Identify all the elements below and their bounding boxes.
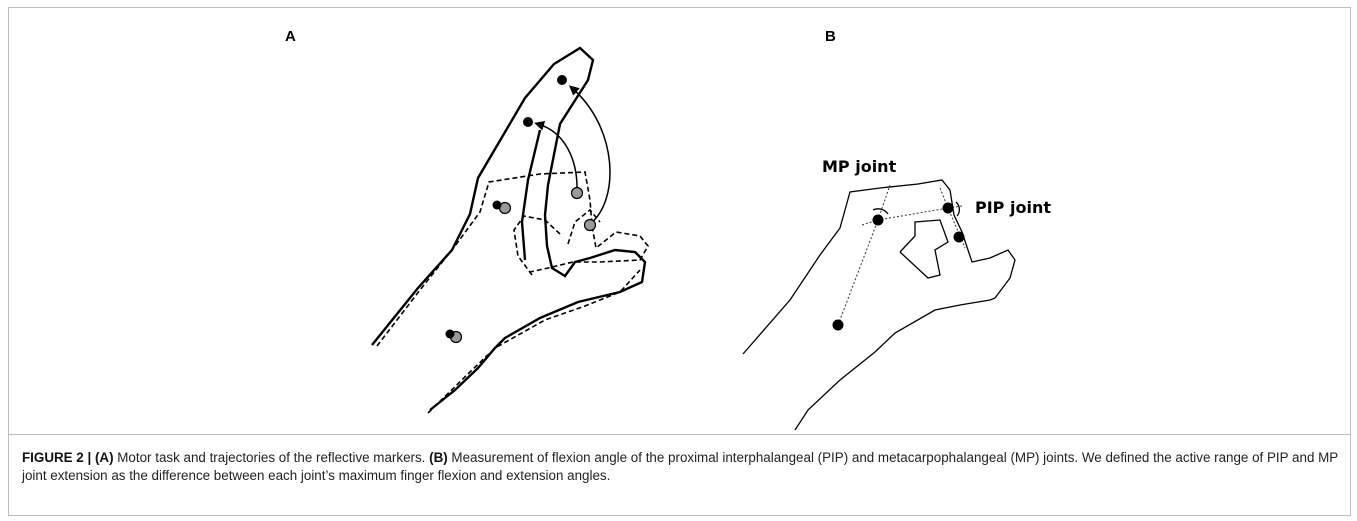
caption-part-a-text: Motor task and trajectories of the refle…: [114, 450, 430, 465]
caption-divider: [8, 434, 1351, 435]
panel-a-markers: [446, 75, 596, 343]
caption-part-a-tag: (A): [95, 450, 114, 465]
panel-b-markers: [833, 203, 965, 331]
mp-joint-label: MP joint: [822, 157, 897, 176]
caption-figure-number: FIGURE 2 |: [22, 450, 91, 465]
pip-joint-label: PIP joint: [975, 198, 1051, 217]
panel-a-solid-hand: [372, 48, 645, 410]
figure-caption: FIGURE 2 | (A) Motor task and trajectori…: [22, 449, 1340, 485]
panel-a-trajectories: [538, 88, 610, 224]
caption-part-b-tag: (B): [429, 450, 448, 465]
panel-a-dashed-hand: [377, 172, 648, 413]
